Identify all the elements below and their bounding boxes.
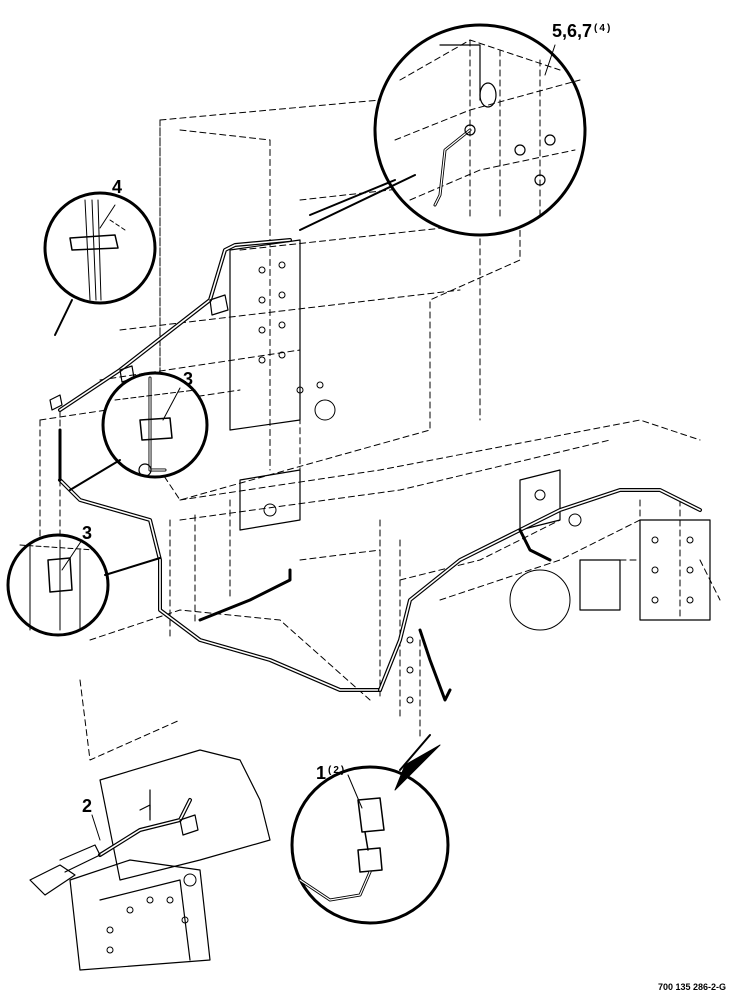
callout-3-upper-number: 3: [183, 369, 194, 389]
callout-1: 1(2): [316, 764, 346, 782]
leader-bubble-3-upper: [69, 459, 121, 491]
frame-outline: [39, 99, 721, 761]
callout-2: 2: [82, 797, 92, 815]
detail-bubble-4: [43, 191, 157, 305]
leader-1: [347, 774, 363, 809]
callout-3-lower-number: 3: [82, 523, 93, 543]
leader-3-lower: [61, 539, 83, 571]
leader-bubble-4: [54, 299, 73, 336]
figure-id: 700 135 286-2-G: [657, 982, 726, 992]
leader-5-6-7: [544, 44, 556, 76]
callout-1-number: 1: [316, 763, 327, 783]
callout-2-number: 2: [82, 796, 93, 816]
callout-1-qty: (2): [328, 765, 347, 776]
mounting-holes: [106, 261, 694, 954]
detail-bubble-3-upper: [101, 371, 209, 479]
callout-3-lower: 3: [82, 524, 92, 542]
detail-bubble-5-6-7: [373, 23, 587, 237]
leader-bubble-3-lower: [104, 557, 161, 576]
leader-4: [99, 204, 116, 229]
callout-5-6-7: 5,6,7(4): [552, 22, 612, 40]
connectors-and-clips: [29, 294, 229, 896]
leader-2: [91, 814, 101, 841]
callout-3-upper: 3: [183, 370, 193, 388]
callout-5-6-7-number: 5,6,7: [552, 21, 593, 41]
leader-bubble-1: [394, 734, 441, 791]
wiring-harness: [58, 238, 702, 857]
callout-5-6-7-qty: (4): [594, 23, 613, 34]
plates-and-brackets: [69, 239, 711, 971]
detail-bubble-1: [290, 765, 450, 925]
detail-bubble-3-lower: [6, 533, 110, 637]
callout-4: 4: [112, 178, 122, 196]
leader-3-upper: [162, 387, 181, 421]
callout-4-number: 4: [112, 177, 123, 197]
leader-lines: [299, 174, 416, 231]
